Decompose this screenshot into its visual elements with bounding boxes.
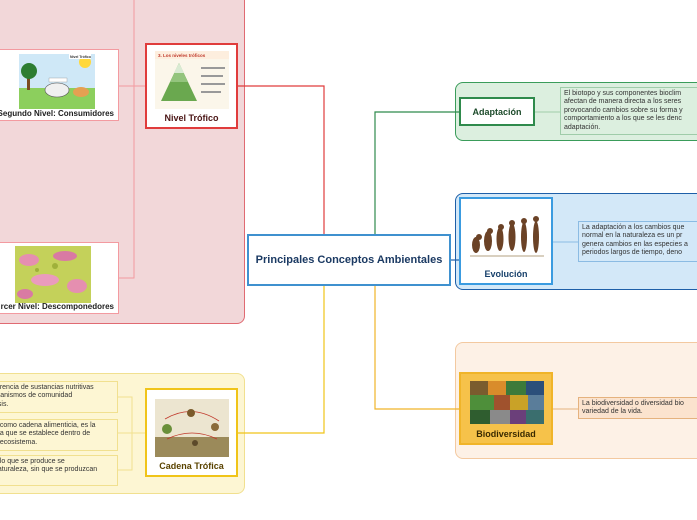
evolucion-note[interactable]: La adaptación a los cambios que normal e… (578, 221, 697, 262)
central-topic[interactable]: Principales Conceptos Ambientales (247, 234, 451, 286)
cadena-note-1[interactable]: ferencia de sustancias nutritivas rganis… (0, 381, 118, 413)
food-chain-image (155, 399, 229, 457)
consumers-image: Nivel Trófico (19, 54, 95, 109)
pyramid-caption: 3. Los niveles tróficos (158, 53, 206, 58)
consumers-caption: Nivel Trófico (70, 55, 91, 59)
topic-nivel-trofico-label: Nivel Trófico (164, 113, 219, 123)
subtopic-consumidores-label: Segundo Nivel: Consumidores (0, 109, 114, 118)
adaptacion-note[interactable]: El biotopo y sus componentes bioclim afe… (560, 87, 697, 135)
topic-cadena-trofica[interactable]: Cadena Trófica (145, 388, 238, 477)
central-topic-label: Principales Conceptos Ambientales (255, 254, 443, 266)
topic-adaptacion-label: Adaptación (472, 106, 522, 117)
subtopic-descomponedores-label: rcer Nivel: Descomponedores (0, 302, 114, 311)
topic-biodiversidad[interactable]: Biodiversidad (459, 372, 553, 445)
subtopic-consumidores[interactable]: Nivel Trófico Segundo Nivel: Consumidore… (0, 49, 119, 121)
biodiversity-collage-image (470, 381, 544, 424)
biodiversidad-note[interactable]: La biodiversidad o diversidad bio varied… (578, 397, 697, 419)
topic-cadena-trofica-label: Cadena Trófica (159, 461, 224, 471)
food-pyramid-image: 3. Los niveles tróficos (155, 51, 229, 109)
cadena-note-2[interactable]: a como cadena alimenticia, es la gía que… (0, 419, 118, 451)
topic-nivel-trofico[interactable]: 3. Los niveles tróficos Nivel Trófico (145, 43, 238, 129)
topic-evolucion-label: Evolución (484, 269, 528, 279)
evolution-image (470, 207, 544, 263)
decomposers-image (15, 246, 91, 303)
cadena-note-3[interactable]: o lo que se produce se naturaleza, sin q… (0, 455, 118, 486)
topic-biodiversidad-label: Biodiversidad (476, 429, 536, 439)
topic-evolucion[interactable]: Evolución (459, 197, 553, 285)
topic-adaptacion[interactable]: Adaptación (459, 97, 535, 126)
subtopic-descomponedores[interactable]: rcer Nivel: Descomponedores (0, 242, 119, 314)
